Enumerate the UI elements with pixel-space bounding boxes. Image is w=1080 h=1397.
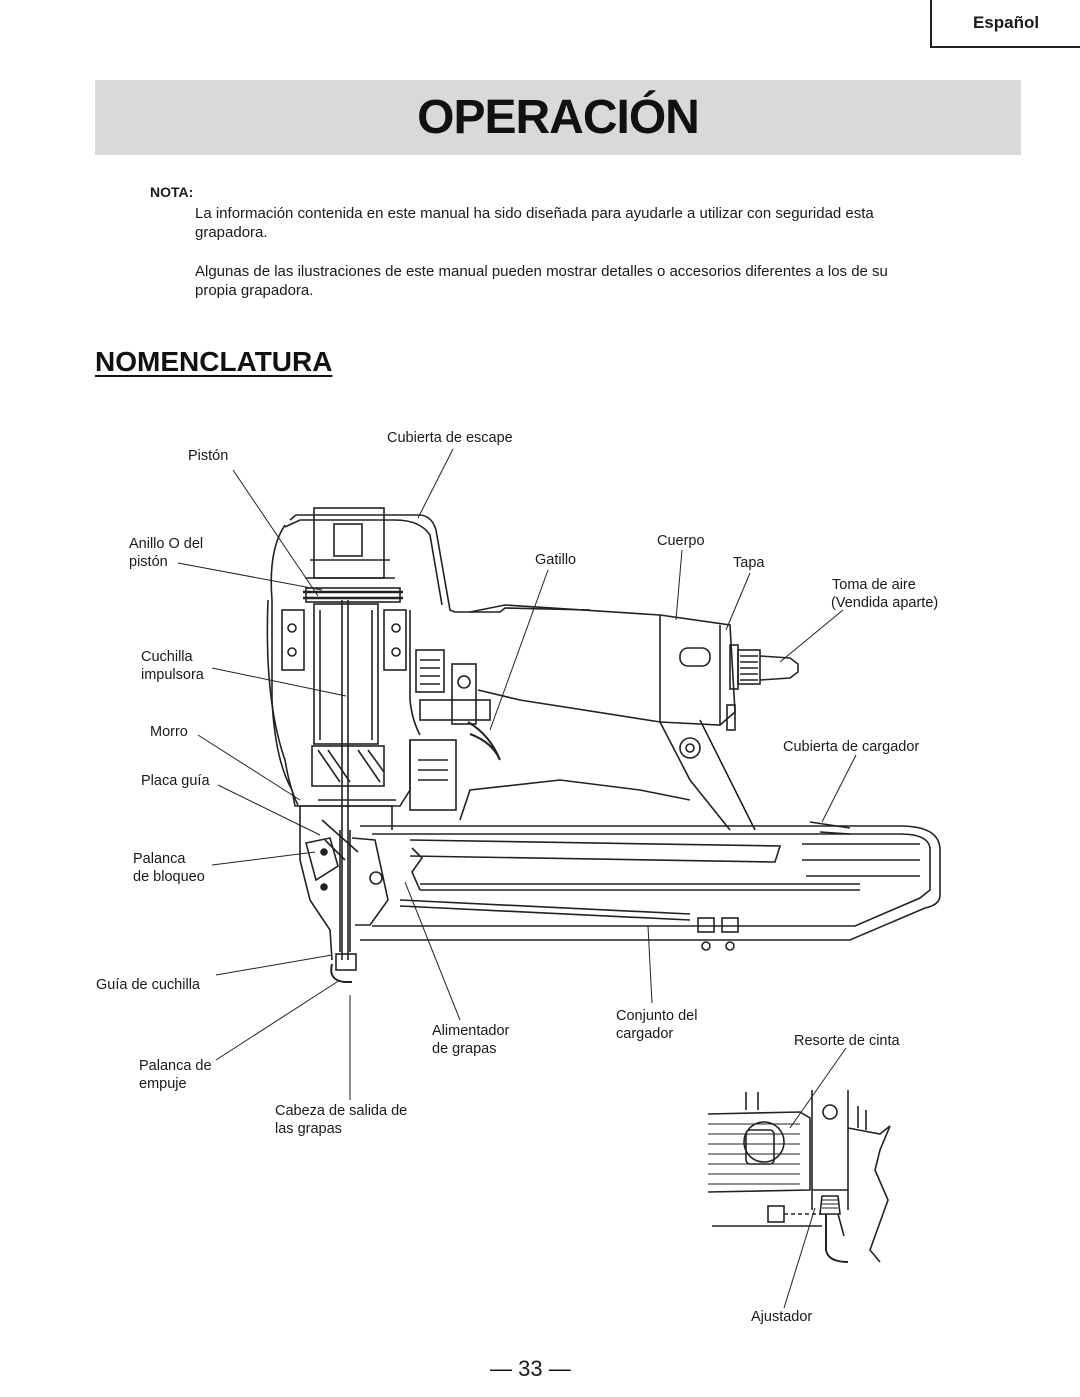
label-tape-spring: Resorte de cinta	[794, 1033, 901, 1049]
label-adjuster: Ajustador	[751, 1309, 812, 1325]
title-band: OPERACIÓN	[95, 80, 1021, 155]
label-push-lever-line1: Palanca de	[139, 1058, 212, 1074]
language-tab: Español	[930, 0, 1080, 48]
label-blade-guide: Guía de cuchilla	[96, 977, 201, 993]
label-cap: Tapa	[733, 555, 765, 571]
label-piston: Pistón	[188, 448, 228, 464]
label-exhaust-cover: Cubierta de escape	[387, 430, 513, 446]
label-magazine-cover: Cubierta de cargador	[783, 739, 919, 755]
label-guide-plate: Placa guía	[141, 773, 210, 789]
label-trigger: Gatillo	[535, 552, 576, 568]
note-paragraph-1: La información contenida en este manual …	[195, 205, 874, 241]
page-title: OPERACIÓN	[417, 91, 700, 144]
label-air-plug-line2: (Vendida aparte)	[831, 595, 938, 611]
label-push-lever-line2: empuje	[139, 1076, 187, 1092]
adjuster-inset-illustration	[707, 1090, 891, 1263]
section-title: NOMENCLATURA	[95, 346, 333, 377]
leader-lines	[177, 448, 857, 1309]
part-labels: Pistón Cubierta de escape Anillo O del p…	[96, 430, 938, 1325]
label-feeder-line2: de grapas	[432, 1041, 497, 1057]
language-label: Español	[972, 13, 1040, 32]
label-nose: Morro	[150, 724, 188, 740]
label-body: Cuerpo	[657, 533, 705, 549]
label-lock-lever-line2: de bloqueo	[133, 869, 205, 885]
stapler-illustration	[266, 507, 941, 983]
note-label: NOTA:	[150, 184, 194, 200]
page-number: — 33 —	[490, 1356, 571, 1381]
label-piston-oring-line2: pistón	[129, 554, 168, 570]
label-magazine-assy-line2: cargador	[616, 1026, 673, 1042]
label-feeder-line1: Alimentador	[432, 1023, 510, 1039]
note-paragraph-2: Algunas de las ilustraciones de este man…	[195, 263, 888, 299]
label-driver-blade-line2: impulsora	[141, 667, 205, 683]
label-staple-outlet-line1: Cabeza de salida de	[275, 1103, 407, 1119]
label-driver-blade-line1: Cuchilla	[141, 649, 194, 665]
label-piston-oring-line1: Anillo O del	[129, 536, 203, 552]
label-lock-lever-line1: Palanca	[133, 851, 186, 867]
label-staple-outlet-line2: las grapas	[275, 1121, 342, 1137]
label-air-plug-line1: Toma de aire	[832, 577, 916, 593]
label-magazine-assy-line1: Conjunto del	[616, 1008, 697, 1024]
